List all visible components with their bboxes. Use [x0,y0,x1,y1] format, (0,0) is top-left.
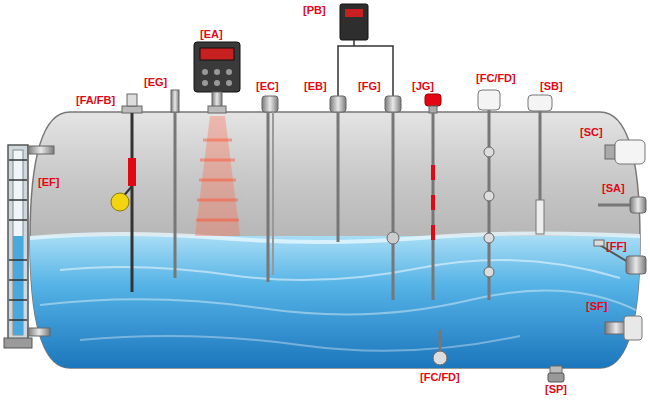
callout-label: [JG] [412,80,434,93]
callout-label: [FF] [606,240,627,253]
callout-label: [SB] [540,80,563,93]
callout-label: [EG] [144,76,167,89]
callout-label: [SP] [545,383,567,396]
callout-label: [FC/FD] [476,72,516,85]
callout-label: [EC] [256,80,279,93]
callout-label: [FC/FD] [420,371,460,384]
callout-label: [EF] [38,176,59,189]
callout-label: [FA/FB] [76,94,115,107]
callout-label: [EB] [304,80,327,93]
callout-label: [PB] [303,4,326,17]
callout-label: [EA] [200,28,223,41]
callout-label: [FG] [358,80,381,93]
callout-label: [SC] [580,126,603,139]
callout-label: [SA] [602,182,625,195]
callout-label: [SF] [586,300,607,313]
